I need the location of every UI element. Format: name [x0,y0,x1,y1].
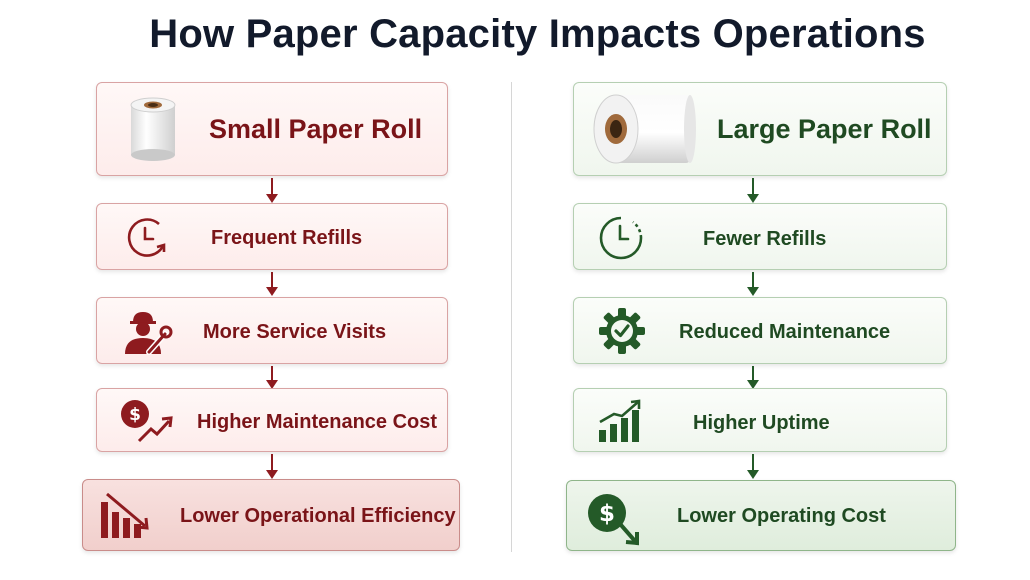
svg-text:$: $ [129,405,141,425]
step-label: Reduced Maintenance [679,321,891,343]
page-title: How Paper Capacity Impacts Operations [149,12,926,56]
step-label: Frequent Refills [211,227,363,249]
step-lower-operating-cost: $ Lower Operating Cost [566,480,956,551]
large-paper-roll-icon [588,87,698,171]
step-higher-maintenance-cost: $ Higher Maintenance Cost [96,388,448,452]
flow-arrow [266,366,278,389]
clock-icon [123,216,171,260]
small-roll-header-label: Small Paper Roll [209,114,423,144]
step-higher-uptime: Higher Uptime [573,388,947,452]
step-label: Fewer Refills [703,228,827,250]
small-roll-header-box: Small Paper Roll [96,82,448,176]
large-roll-header-box: Large Paper Roll [573,82,947,176]
large-roll-header-label: Large Paper Roll [717,114,932,144]
flow-arrow [747,454,759,479]
step-label: Higher Maintenance Cost [197,411,438,433]
clock-icon [596,214,646,262]
flow-arrow [266,454,278,479]
column-divider [511,82,512,552]
step-label: Lower Operating Cost [677,505,886,527]
dollar-falling-icon: $ [585,491,647,547]
technician-wrench-icon [119,308,173,356]
svg-text:$: $ [599,501,615,527]
step-more-service-visits: More Service Visits [96,297,448,364]
flow-arrow [266,272,278,296]
step-reduced-maintenance: Reduced Maintenance [573,297,947,364]
declining-bars-icon [99,490,159,540]
rising-bars-icon [596,398,646,444]
flow-arrow [266,178,278,203]
step-label: Higher Uptime [693,412,830,434]
step-label: Lower Operational Efficiency [180,505,456,527]
step-lower-operational-efficiency: Lower Operational Efficiency [82,479,460,551]
flow-arrow [747,272,759,296]
small-paper-roll-icon [125,95,181,163]
dollar-rising-icon: $ [117,397,175,445]
step-label: More Service Visits [203,321,387,343]
gear-check-icon [598,307,646,355]
flow-arrow [747,366,759,389]
flow-arrow [747,178,759,203]
step-frequent-refills: Frequent Refills [96,203,448,270]
step-fewer-refills: Fewer Refills [573,203,947,270]
